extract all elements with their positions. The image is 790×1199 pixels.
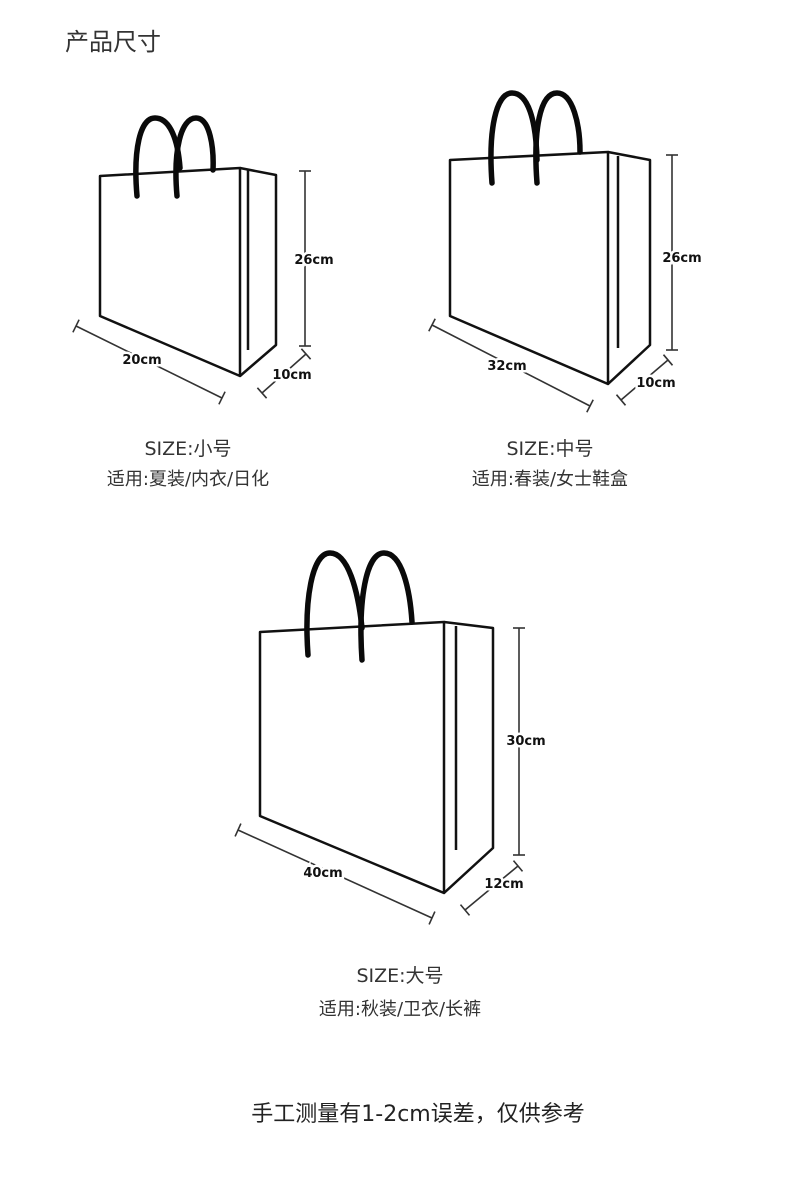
measurement-note: 手工测量有1-2cm误差，仅供参考 [251, 1102, 584, 1127]
bag-medium-side-face [607, 150, 652, 385]
bag-medium-front-face [448, 150, 610, 386]
bag-small-side-face [239, 166, 278, 377]
bag-small: 26cm 20cm 10cm SIZE:小号 适用:夏装/内衣/日化 [72, 115, 336, 490]
bag-large-height-dimension: 30cm [504, 627, 548, 856]
bag-large-size-label: SIZE:大号 [356, 965, 443, 987]
bag-medium-height-dimension: 26cm [660, 154, 704, 351]
bag-medium-width-label: 32cm [487, 359, 526, 374]
bag-medium: 26cm 32cm 10cm SIZE:中号 适用:春装/女士鞋盒 [428, 90, 704, 490]
bag-small-size-label: SIZE:小号 [144, 438, 231, 460]
bag-large-width-label: 40cm [303, 866, 342, 881]
bag-medium-usage-label: 适用:春装/女士鞋盒 [472, 469, 628, 490]
bag-large-handle-right [358, 550, 415, 663]
bag-medium-handle-left [488, 90, 540, 186]
bag-large-height-label: 30cm [506, 734, 545, 749]
bag-small-width-dimension: 20cm [72, 319, 226, 405]
bag-medium-handle-right [533, 90, 583, 186]
page-title: 产品尺寸 [65, 28, 161, 56]
bag-small-width-label: 20cm [122, 353, 161, 368]
bag-large-side-face [443, 620, 495, 894]
bag-large-depth-dimension: 12cm [459, 860, 526, 916]
bag-large: 30cm 40cm 12cm SIZE:大号 适用:秋装/卫衣/长裤 [234, 550, 548, 1020]
bag-small-front-face [98, 166, 242, 378]
bag-medium-depth-label: 10cm [636, 376, 675, 391]
bag-small-depth-dimension: 10cm [256, 348, 314, 399]
bag-medium-width-dimension: 32cm [428, 318, 594, 413]
bag-small-handle-right [173, 115, 216, 199]
bag-small-height-dimension: 26cm [292, 170, 336, 347]
bag-large-width-dimension: 40cm [234, 823, 436, 925]
bag-large-usage-label: 适用:秋装/卫衣/长裤 [319, 999, 481, 1020]
bag-small-height-label: 26cm [294, 253, 333, 268]
bag-small-depth-label: 10cm [272, 368, 311, 383]
bag-large-handle-left [304, 550, 365, 658]
bag-small-usage-label: 适用:夏装/内衣/日化 [107, 469, 269, 490]
bag-large-depth-label: 12cm [484, 877, 523, 892]
bag-medium-depth-dimension: 10cm [615, 354, 678, 406]
bag-medium-size-label: SIZE:中号 [506, 438, 593, 460]
bag-medium-height-label: 26cm [662, 251, 701, 266]
